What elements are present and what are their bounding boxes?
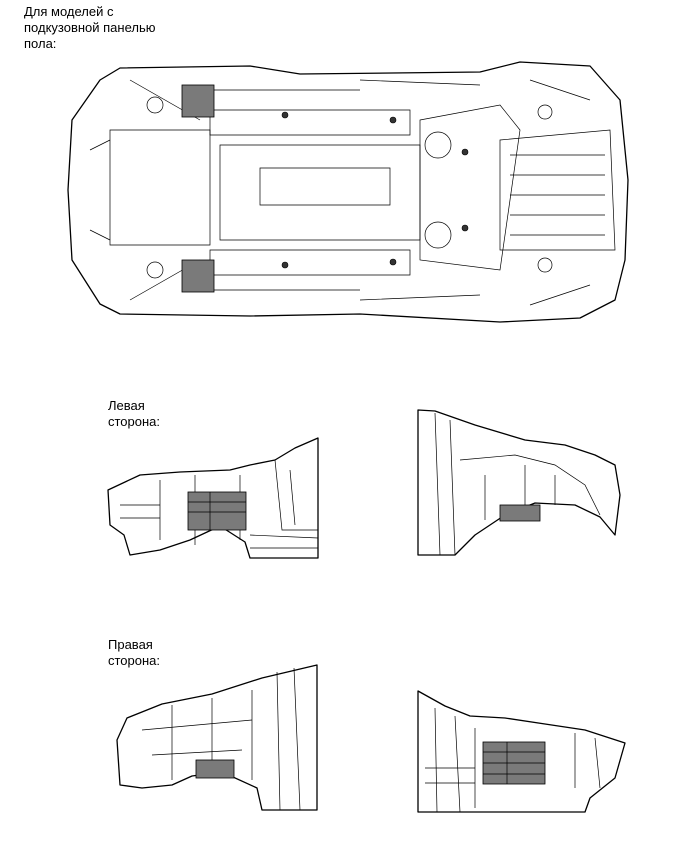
right-side-caption-line-1: Правая [108, 637, 153, 652]
underbody-outline [67, 61, 629, 323]
underbody-caption-line-2: подкузовной панелью [24, 20, 156, 35]
right-side-rear-diagram [417, 690, 626, 813]
left-side-front-diagram [107, 437, 319, 559]
right-side-caption-line-2: сторона: [108, 653, 161, 668]
highlight-left-front [187, 491, 247, 531]
right-side-front-diagram [116, 664, 318, 811]
underbody-caption-line-1: Для моделей с [24, 4, 114, 19]
left-side-rear-diagram [417, 409, 621, 556]
highlight-right-front [195, 759, 235, 779]
right-side-caption: Правая сторона: [108, 637, 160, 669]
highlight-front-left [181, 84, 215, 118]
left-side-caption-line-1: Левая [108, 398, 145, 413]
highlight-front-right [181, 259, 215, 293]
highlight-left-rear [499, 504, 541, 522]
underbody-caption-line-3: пола: [24, 36, 57, 51]
left-side-caption-line-2: сторона: [108, 414, 161, 429]
underbody-caption: Для моделей с подкузовной панелью пола: [24, 4, 156, 52]
underbody-diagram [67, 61, 629, 323]
left-side-caption: Левая сторона: [108, 398, 160, 430]
